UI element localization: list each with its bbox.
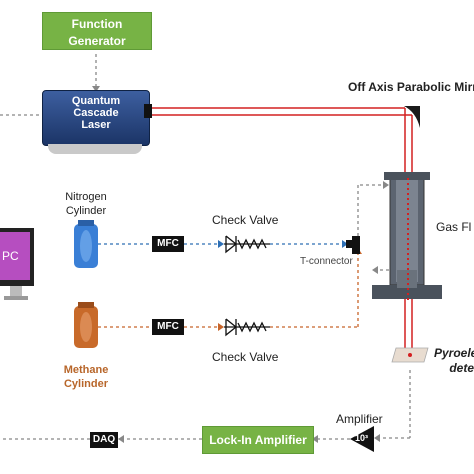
methane-label: Methane Cylinder — [56, 363, 116, 391]
laser-beam — [150, 107, 413, 350]
pyro-label: Pyroele dete — [434, 346, 474, 376]
check-valve-top-label: Check Valve — [212, 213, 279, 227]
nitrogen-label-line2: Cylinder — [65, 205, 107, 217]
methane-label-line2: Cylinder — [63, 378, 108, 390]
laser-line3: Laser — [81, 119, 111, 131]
amplifier-gain: 10³ — [355, 433, 369, 443]
laser-line2: Cascade — [73, 107, 119, 119]
nitrogen-label-line1: Nitrogen — [65, 191, 107, 203]
laser-aperture — [144, 104, 152, 118]
laser-line1: Quantum — [71, 95, 121, 107]
gas-flow-cell — [372, 172, 442, 300]
gas-flow-label: Gas Fl — [436, 220, 472, 234]
mirror-label: Off Axis Parabolic Mirro — [348, 80, 474, 94]
t-connector-shape — [346, 236, 360, 254]
mfc-bottom-box: MFC — [152, 319, 184, 335]
daq-box: DAQ — [90, 432, 118, 448]
fg-to-laser-arrow — [92, 86, 100, 92]
laser-base — [48, 144, 142, 154]
pyro-detector-shape — [391, 347, 429, 363]
methane-label-line1: Methane — [63, 364, 109, 376]
amplifier-label: Amplifier — [336, 412, 383, 426]
nitrogen-cylinder-shape — [74, 220, 98, 268]
methane-cylinder-shape — [74, 302, 98, 348]
pc-label: PC — [2, 249, 19, 263]
mfc-top-box: MFC — [152, 236, 184, 252]
amplifier-shape — [350, 426, 374, 452]
t-connector-label: T-connector — [300, 256, 353, 267]
function-generator-line2: Generator — [68, 34, 126, 48]
function-generator-box: Function Generator — [42, 12, 152, 50]
parabolic-mirror-shape — [404, 106, 420, 128]
lockin-amplifier-box: Lock-In Amplifier — [202, 426, 314, 454]
pc-monitor-shape — [0, 228, 34, 300]
check-valve-top-shape — [224, 235, 270, 254]
check-valve-bottom-shape — [224, 318, 270, 337]
laser-box: Quantum Cascade Laser — [42, 90, 150, 146]
pyro-label-line2: dete — [449, 361, 474, 375]
function-generator-line1: Function — [71, 17, 123, 31]
nitrogen-label: Nitrogen Cylinder — [56, 190, 116, 218]
check-valve-bottom-label: Check Valve — [212, 350, 279, 364]
pyro-label-line1: Pyroele — [434, 346, 474, 360]
